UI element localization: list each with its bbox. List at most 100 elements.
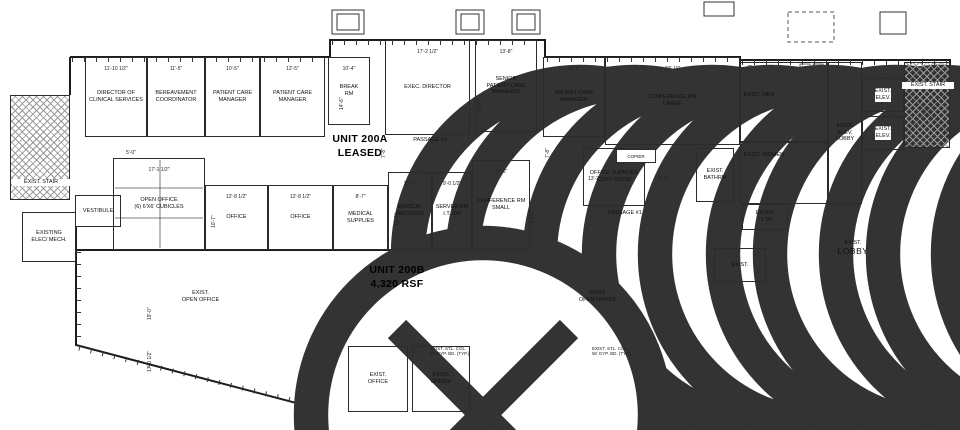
room-exist-women — [740, 142, 828, 204]
room-label: EXIST. OFFICE — [367, 372, 389, 385]
room-break-rm: 10'-4" BREAK RM — [328, 57, 370, 125]
dim-label: 12'-8 1/2" — [225, 194, 248, 200]
roof-boxes — [331, 1, 907, 35]
room-vestibule: VESTIBULE — [75, 195, 121, 227]
room-label: PATIENT CARE MANAGER — [212, 90, 253, 103]
vdim-7-8-a: 7'-8" — [381, 148, 387, 158]
room-exist-small: EXIST. — [714, 248, 766, 282]
lobby-label-big: LOBBY — [837, 246, 869, 256]
room-label: EXIST. OFFICE — [430, 372, 452, 385]
room-existing-elec-mech: EXISTING ELEC/ MECH. — [22, 212, 76, 262]
room-label: OFFICE — [290, 214, 311, 221]
room-exist-elev-lobby: EXIST. ELEV. LOBBY — [828, 62, 862, 204]
unit-200b-label: UNIT 200B 4,320 RSF — [369, 264, 425, 290]
lobby-label-small: EXIST. — [844, 240, 862, 246]
room-senior-patient-care-manager: 13'-8" SENIOR PATIENT CARE MANAGER — [475, 40, 537, 132]
room-conference-rm-small: 10'-6" CONFERENCE RM SMALL — [472, 160, 530, 250]
steel-column-note-1: EXIST. STL. COL. W/ GYP. BD. (TYP.) — [430, 346, 470, 357]
exist-lobby-label: EXIST. LOBBY — [826, 240, 880, 256]
vdim-19-0: 19'-0" — [147, 307, 153, 320]
passage-2-label: PASSAGE #2 — [413, 137, 447, 143]
room-label: OPEN OFFICE (6) 6'X6' CUBICLES — [134, 197, 184, 210]
exist-stair-left-label: EXIST. STAIR — [12, 179, 70, 186]
room-label: EXISTING ELEC/ MECH. — [31, 230, 67, 243]
room-exist-men — [740, 62, 828, 142]
room-conference-rm-large: 22'-11" CONFERENCE RM. LARGE — [605, 57, 740, 145]
copier-label: COPIER — [627, 153, 645, 159]
open-office-left-label: EXIST. OPEN OFFICE — [181, 290, 220, 303]
room-exist-elev-1: EXIST. ELEV. — [862, 78, 904, 112]
dim-label: 12'-1" — [567, 66, 581, 72]
vdim-14-6-b: 14'-6" — [477, 99, 483, 112]
room-label: PATIENT CARE MANAGER — [272, 90, 313, 103]
room-office-2: 12'-8 1/2" OFFICE — [268, 185, 333, 250]
room-label: SENIOR PATIENT CARE MANAGER — [486, 75, 526, 96]
room-label: SERVER RM I.T. RM — [435, 204, 469, 217]
room-label: EXIST. BATHRM — [703, 168, 727, 181]
room-label: DIRECTOR OF CLINICAL SERVICES — [89, 90, 143, 103]
room-exist-bathrm: EXIST. BATHRM — [696, 148, 734, 202]
room-label: BREAK RM — [339, 84, 359, 97]
room-exist-office-2: EXIST. OFFICE — [412, 346, 470, 412]
exist-stair-right-label: EXIST. STAIR — [902, 82, 954, 89]
cubicle-partitions — [115, 160, 203, 248]
open-office-right-label: EXIST. OPEN OFFICE — [578, 290, 617, 303]
room-exist-stair-right — [904, 62, 950, 148]
room-label: CONFERENCE RM SMALL — [476, 198, 526, 211]
room-label: ENTRY 71 SF — [755, 210, 775, 223]
room-label: BEREAVEMENT COORDINATOR — [155, 90, 197, 103]
vdim-16-5: 16'-5" — [394, 213, 400, 226]
room-bereavement-coordinator: 11'-5" BEREAVEMENT COORDINATOR — [147, 57, 205, 137]
passage-1-label: PASSAGE #1 — [608, 210, 642, 216]
room-label: OFFICE — [226, 214, 247, 221]
vdim-17-0: 17'-0 1/2" — [147, 350, 153, 372]
room-patient-care-manager-3: 12'-1" PATIENT CARE MANAGER — [543, 57, 605, 137]
vdim-7-8-b: 7'-8" — [545, 148, 551, 158]
vdim-14-6-a: 14'-6" — [339, 97, 345, 110]
room-label: EXIST. ELEV. LOBBY — [835, 122, 855, 143]
room-server-it-rm: 9'-0 1/2" SERVER RM I.T. RM — [432, 172, 472, 250]
dim-label: 13'-8" — [499, 49, 513, 55]
dim-13-2: 13'-2" — [588, 176, 601, 182]
room-exist-office-1: EXIST. OFFICE — [348, 346, 408, 412]
room-label: OFFICE SUPPLIES COPY ROOM — [589, 170, 639, 183]
dim-label: 12'-8 1/2" — [289, 194, 312, 200]
room-medical-supplies: 8'-7" MEDICAL SUPPLIES — [333, 185, 388, 250]
room-label: EXIST. ELEV. — [874, 126, 892, 140]
exist-women-label: EXIST. WOMEN — [744, 152, 785, 158]
vdim-10-7: 10'-7" — [211, 215, 217, 228]
dim-label: 10'-4" — [342, 66, 356, 72]
room-label: EXIST. ELEV. — [874, 88, 892, 102]
dim-label: 10'-5" — [403, 181, 417, 187]
room-label: VESTIBULE — [82, 207, 114, 214]
dim-label: 9'-0 1/2" — [442, 181, 462, 187]
dim-label: 10'-6" — [494, 169, 508, 175]
room-label: PATIENT CARE MANAGER — [554, 90, 594, 103]
room-exist-elev-2: EXIST. ELEV. — [862, 116, 904, 150]
vdim-17-3: 17'3 1/2" — [529, 210, 535, 230]
room-label: MEDICAL RECORDS — [396, 204, 424, 217]
room-label: MEDICAL SUPPLIES — [347, 210, 374, 224]
dim-label: 12'-5" — [286, 66, 299, 72]
exist-men-label: EXIST. MEN — [744, 92, 775, 98]
dim-label: 8'-7" — [355, 194, 366, 200]
dim-label: 17'-2 1/2" — [416, 49, 439, 55]
room-patient-care-manager-1: 10'-5" PATIENT CARE MANAGER — [205, 57, 260, 137]
room-office-supplies-copy: OFFICE SUPPLIES COPY ROOM — [583, 148, 645, 206]
dim-7-11: 7'-11" — [658, 176, 671, 182]
room-label: CONFERENCE RM. LARGE — [647, 94, 698, 107]
room-label: EXIST. — [731, 261, 749, 268]
room-open-office-cubicles: 17'-1 1/2" OPEN OFFICE (6) 6'X6' CUBICLE… — [113, 158, 205, 250]
dim-label: 11'-10 1/2" — [104, 66, 128, 72]
dim-5-0: 5'-0" — [126, 150, 136, 156]
unit-200a-label: UNIT 200A LEASED — [332, 133, 388, 159]
steel-column-note-2: EXIST. STL. COL. W/ GYP. BD. (TYP.) — [592, 346, 632, 357]
dim-label: 11'-5" — [169, 66, 183, 72]
copier-box: COPIER — [616, 149, 656, 163]
room-label: EXEC. DIRECTOR — [404, 84, 451, 91]
dim-label: 10'-5" — [226, 66, 239, 72]
room-medical-records: 10'-5" MEDICAL RECORDS — [388, 172, 432, 250]
room-exec-director: 17'-2 1/2" EXEC. DIRECTOR — [385, 40, 470, 135]
